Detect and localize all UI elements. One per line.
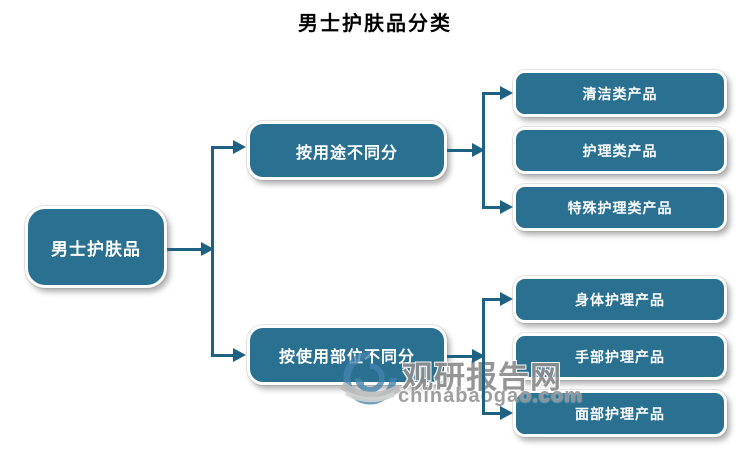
connector-root-line bbox=[167, 248, 203, 251]
node-leaf-body-care: 身体护理产品 bbox=[513, 276, 727, 323]
node-leaf-special-care: 特殊护理类产品 bbox=[513, 184, 727, 231]
node-leaf-cleaning: 清洁类产品 bbox=[513, 70, 727, 117]
node-leaf-hand-care: 手部护理产品 bbox=[513, 333, 727, 380]
arrow-right-icon bbox=[500, 406, 513, 420]
watermark-domain: chinabaogao.com bbox=[398, 385, 584, 407]
connector-branch-1a bbox=[211, 146, 234, 149]
connector-branch-2b-bottom bbox=[482, 412, 502, 415]
arrow-right-icon bbox=[233, 140, 246, 154]
arrow-right-icon bbox=[500, 292, 513, 306]
arrow-right-icon bbox=[472, 349, 485, 363]
node-leaf-care: 护理类产品 bbox=[513, 127, 727, 174]
node-leaf-face-care: 面部护理产品 bbox=[513, 390, 727, 437]
node-root: 男士护肤品 bbox=[25, 206, 167, 288]
connector-branch1-line bbox=[447, 149, 474, 152]
node-branch-by-use: 按用途不同分 bbox=[247, 121, 447, 180]
connector-branch-2a-bottom bbox=[482, 206, 502, 209]
connector-spine-2b bbox=[482, 298, 485, 415]
swirl-logo-icon bbox=[339, 351, 402, 405]
watermark-site-name: 观研报告网 bbox=[402, 352, 562, 397]
arrow-right-icon bbox=[472, 143, 485, 157]
diagram-title: 男士护肤品分类 bbox=[298, 13, 452, 35]
arrow-right-icon bbox=[201, 242, 214, 256]
connector-branch-2b-top bbox=[482, 298, 502, 301]
connector-branch-1b bbox=[211, 354, 234, 357]
watermark: 观研报告网 chinabaogao.com bbox=[336, 346, 582, 418]
connector-branch2-line bbox=[447, 355, 474, 358]
connector-branch-2a-top bbox=[482, 92, 502, 95]
connector-spine-1 bbox=[211, 146, 214, 357]
arrow-right-icon bbox=[233, 348, 246, 362]
arrow-right-icon bbox=[500, 200, 513, 214]
connector-spine-2a bbox=[482, 92, 485, 209]
arrow-right-icon bbox=[500, 86, 513, 100]
